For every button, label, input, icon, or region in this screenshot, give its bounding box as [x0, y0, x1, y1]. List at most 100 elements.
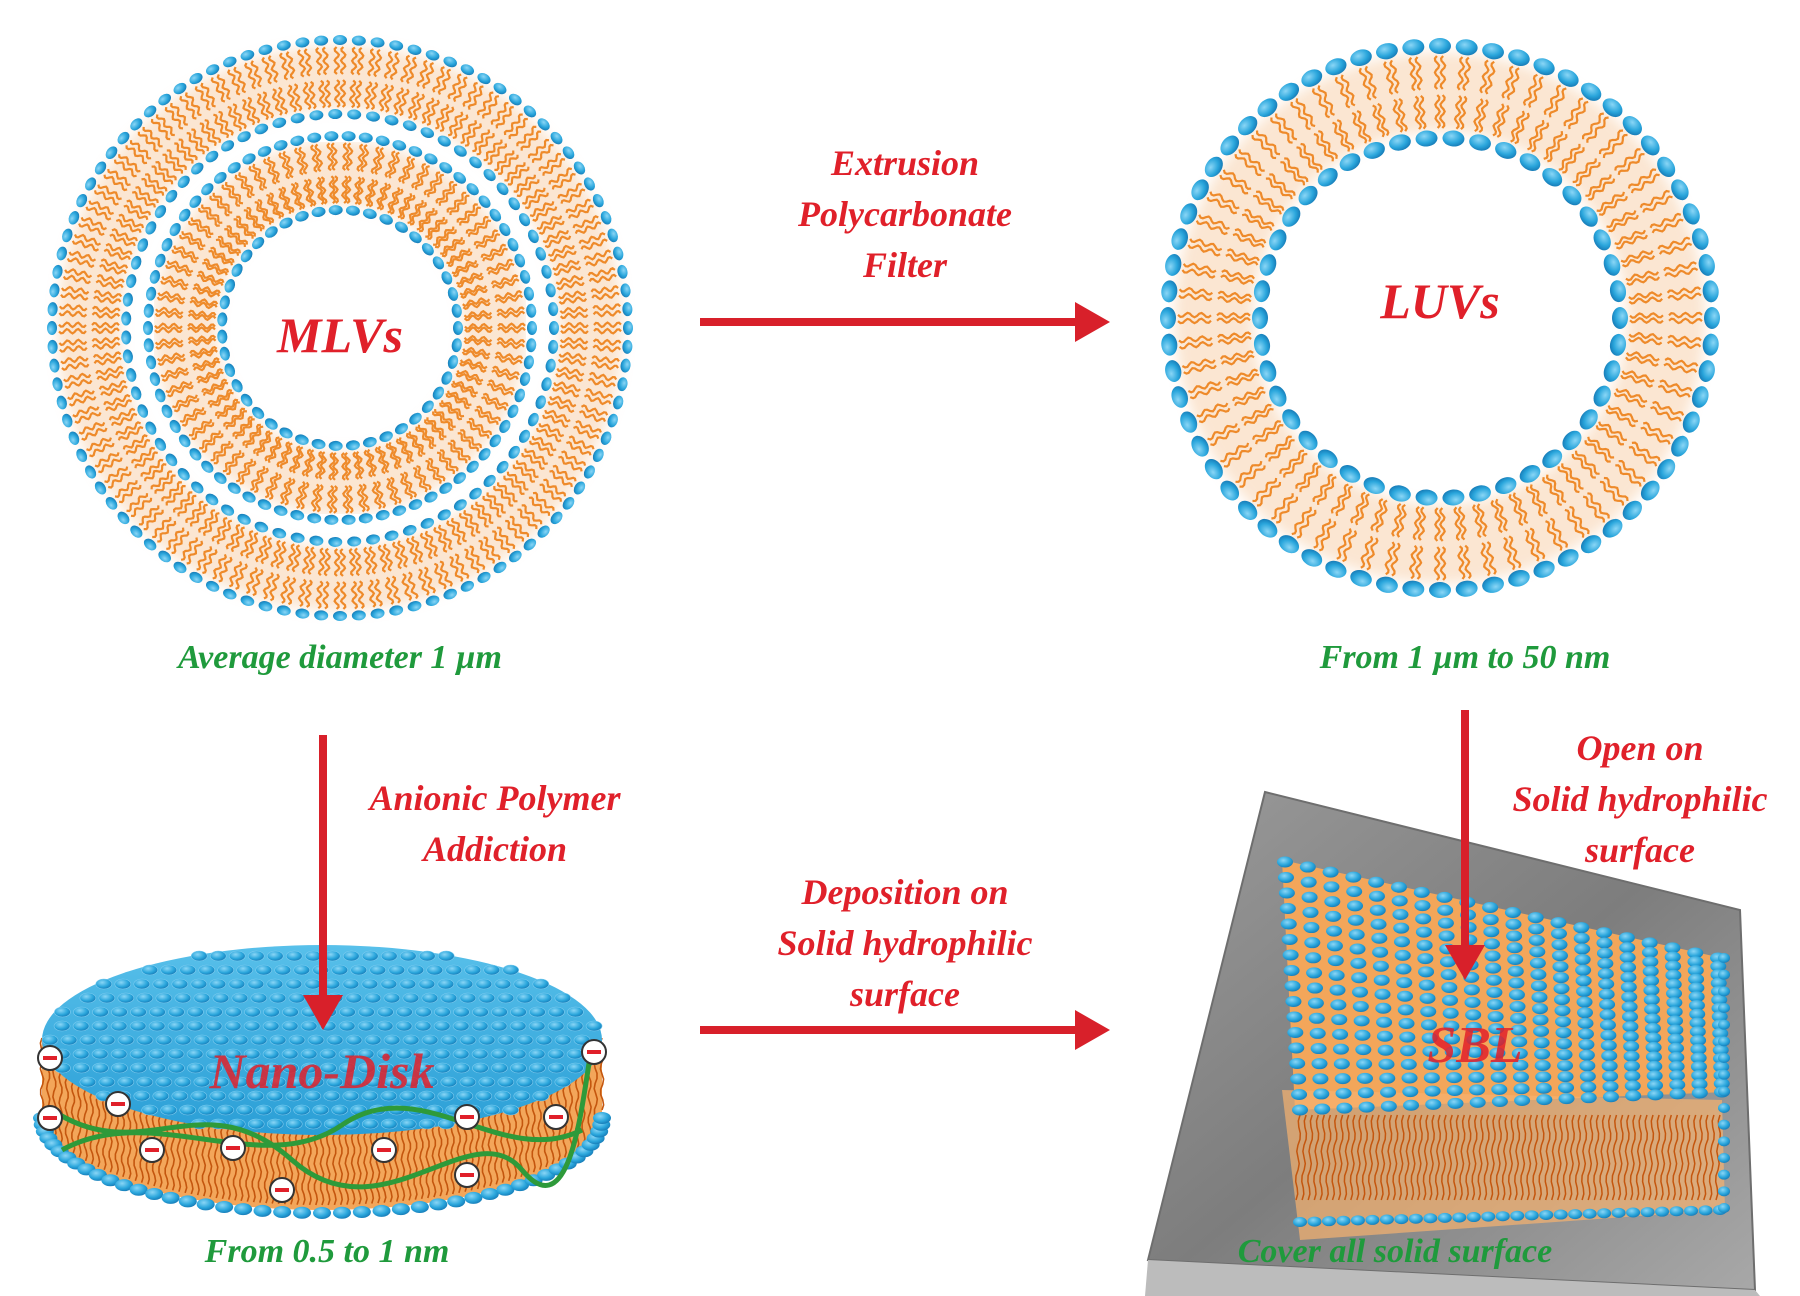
luv-head: [1161, 333, 1178, 356]
sbl-head: [1619, 942, 1636, 954]
mlv-outer-head: [130, 255, 142, 270]
nano-disk-head: [228, 1090, 246, 1102]
sbl-head: [1624, 1070, 1641, 1082]
mlv-outer-tail: [99, 263, 127, 275]
sbl-tail: [1593, 1114, 1600, 1201]
mlv-inner-tail: [226, 452, 245, 476]
sbl-tail: [1660, 1114, 1667, 1201]
mlv-outer-tail: [551, 172, 576, 190]
mlv-outer-head: [508, 445, 520, 459]
sbl-head: [1529, 957, 1546, 969]
mlv-inner-tail: [445, 393, 470, 410]
sbl-head: [1580, 1092, 1597, 1104]
mlv-inner-tail: [384, 150, 397, 178]
sbl-head: [1646, 1070, 1663, 1082]
sbl-head: [1442, 994, 1458, 1006]
mlv-inner-head: [311, 206, 326, 218]
luv-tail: [1598, 129, 1624, 155]
luv-tail: [1569, 505, 1590, 535]
mlv-inner-tail: [236, 215, 256, 237]
nano-disk-head: [513, 1090, 531, 1102]
mlv-inner-tail: [476, 405, 501, 422]
sbl-tail: [1441, 1114, 1448, 1201]
luv-head: [1402, 39, 1425, 56]
mlv-outer-tail: [113, 159, 137, 178]
luv-tail: [1625, 351, 1660, 362]
sbl-head: [1336, 1102, 1353, 1114]
mlv-inner-tail: [482, 247, 508, 262]
sbl-head: [1578, 1049, 1595, 1061]
sbl-head: [1645, 1032, 1662, 1044]
sbl-tail: [1434, 1114, 1442, 1201]
mlv-outer-tail: [189, 503, 208, 527]
nano-disk-head: [141, 1104, 159, 1116]
luv-tail: [1268, 439, 1295, 462]
mlv-outer-tail: [118, 154, 141, 173]
mlv-outer-tail: [587, 267, 616, 278]
nano-disk-tail: [220, 1126, 225, 1200]
mlv-outer-tail: [100, 385, 128, 397]
mlv-inner-tail: [217, 401, 240, 419]
sbl-tail: [1495, 1114, 1502, 1201]
nano-disk-head: [516, 1076, 534, 1088]
mlv-inner-tail: [179, 407, 205, 423]
luv-tail: [1313, 133, 1335, 162]
nano-disk-head: [304, 1090, 322, 1102]
luv-tail: [1234, 228, 1267, 244]
mlv-outer-head: [314, 35, 329, 46]
nano-disk-head: [152, 1090, 170, 1102]
nano-disk-head: [471, 1020, 489, 1032]
nano-disk-head: [41, 1034, 59, 1046]
mlv-inner-tail: [190, 217, 214, 236]
nano-disk-head: [293, 1206, 312, 1219]
mlv-outer-tail: [161, 481, 182, 502]
sbl-head: [1690, 1034, 1707, 1046]
mlv-outer-tail: [262, 571, 274, 600]
luv-tail: [1296, 509, 1317, 539]
mlv-inner-tail: [268, 473, 282, 501]
sbl-head: [1527, 912, 1544, 924]
sbl-tail: [1581, 1114, 1588, 1201]
mlv-inner-tail: [447, 251, 473, 268]
mlv-outer-tail: [548, 167, 573, 185]
mlv-inner-tail: [460, 429, 482, 449]
luv-head: [1495, 141, 1517, 159]
mlv-outer-head: [130, 386, 142, 401]
mlv-outer-head: [254, 521, 269, 533]
luv-head: [1350, 569, 1372, 587]
sbl-tail: [1319, 1114, 1326, 1201]
mlv-inner-head: [240, 249, 253, 263]
sbl-head: [1665, 978, 1682, 990]
sbl-tail: [1380, 1114, 1387, 1201]
mlv-outer-head: [573, 481, 586, 495]
mlv-inner-head: [507, 238, 519, 252]
luv-tail: [1439, 507, 1446, 542]
mlv-outer-head: [122, 292, 133, 307]
luv-tail: [1221, 269, 1255, 281]
polymer-chain: [50, 1044, 595, 1190]
mlv-outer-tail: [228, 561, 243, 588]
nano-disk-head: [110, 1020, 128, 1032]
luv-head: [1161, 280, 1178, 303]
nano-disk-head: [115, 1179, 134, 1192]
nano-disk-head: [269, 1076, 287, 1088]
sbl-tail: [1447, 1114, 1454, 1201]
sbl-head: [1602, 1080, 1619, 1092]
sbl-head: [1600, 1039, 1617, 1051]
mlv-inner-head: [394, 423, 408, 435]
mlv-inner-tail: [371, 481, 382, 510]
nano-disk-head: [231, 1076, 249, 1088]
sbl-tail: [1611, 1114, 1618, 1201]
mlv-inner-tail: [475, 233, 501, 249]
nano-disk-head: [101, 1174, 120, 1187]
mlv-inner-tail: [266, 156, 281, 184]
nano-disk-tail: [251, 1129, 256, 1203]
luv-head: [1317, 167, 1338, 187]
mlv-inner-tail: [474, 408, 499, 426]
sbl-head: [1621, 1001, 1638, 1013]
nano-disk-head: [332, 1206, 351, 1219]
nano-disk-head: [566, 1048, 584, 1060]
luv-head: [1278, 535, 1300, 554]
mlv-outer-head: [240, 50, 255, 61]
mlv-inner-tail: [376, 182, 388, 210]
